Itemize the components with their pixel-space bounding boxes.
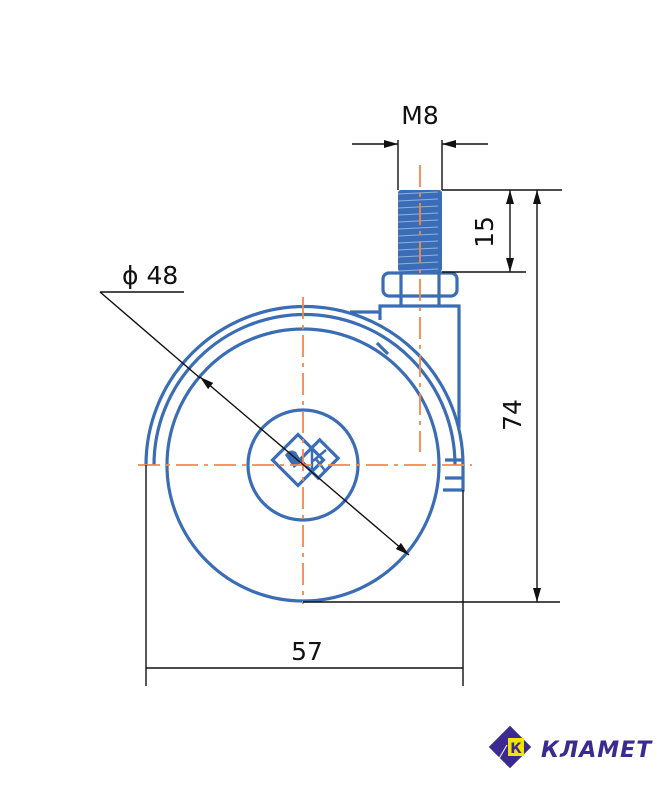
dimension-label-thread: M8 bbox=[401, 101, 438, 130]
dimension-15: 15 bbox=[442, 189, 562, 273]
dimension-m8: M8 bbox=[352, 101, 488, 190]
dimension-label-diameter: ϕ 48 bbox=[122, 261, 178, 290]
dimension-label-total-height: 74 bbox=[498, 399, 527, 431]
dimension-diameter: ϕ 48 bbox=[99, 261, 410, 556]
hub-logo-icon bbox=[270, 432, 341, 488]
logo-letter: К bbox=[510, 741, 522, 757]
dimension-label-thread-length: 15 bbox=[470, 216, 499, 248]
centerlines bbox=[138, 165, 472, 604]
dimension-label-width: 57 bbox=[291, 637, 323, 666]
klamet-logo: К КЛАМЕТ bbox=[488, 725, 653, 769]
caster-hood bbox=[144, 304, 465, 492]
logo-text: КЛАМЕТ bbox=[541, 738, 653, 763]
dimension-74: 74 bbox=[303, 190, 560, 603]
bracket bbox=[350, 304, 461, 428]
dimension-57: 57 bbox=[145, 465, 464, 686]
